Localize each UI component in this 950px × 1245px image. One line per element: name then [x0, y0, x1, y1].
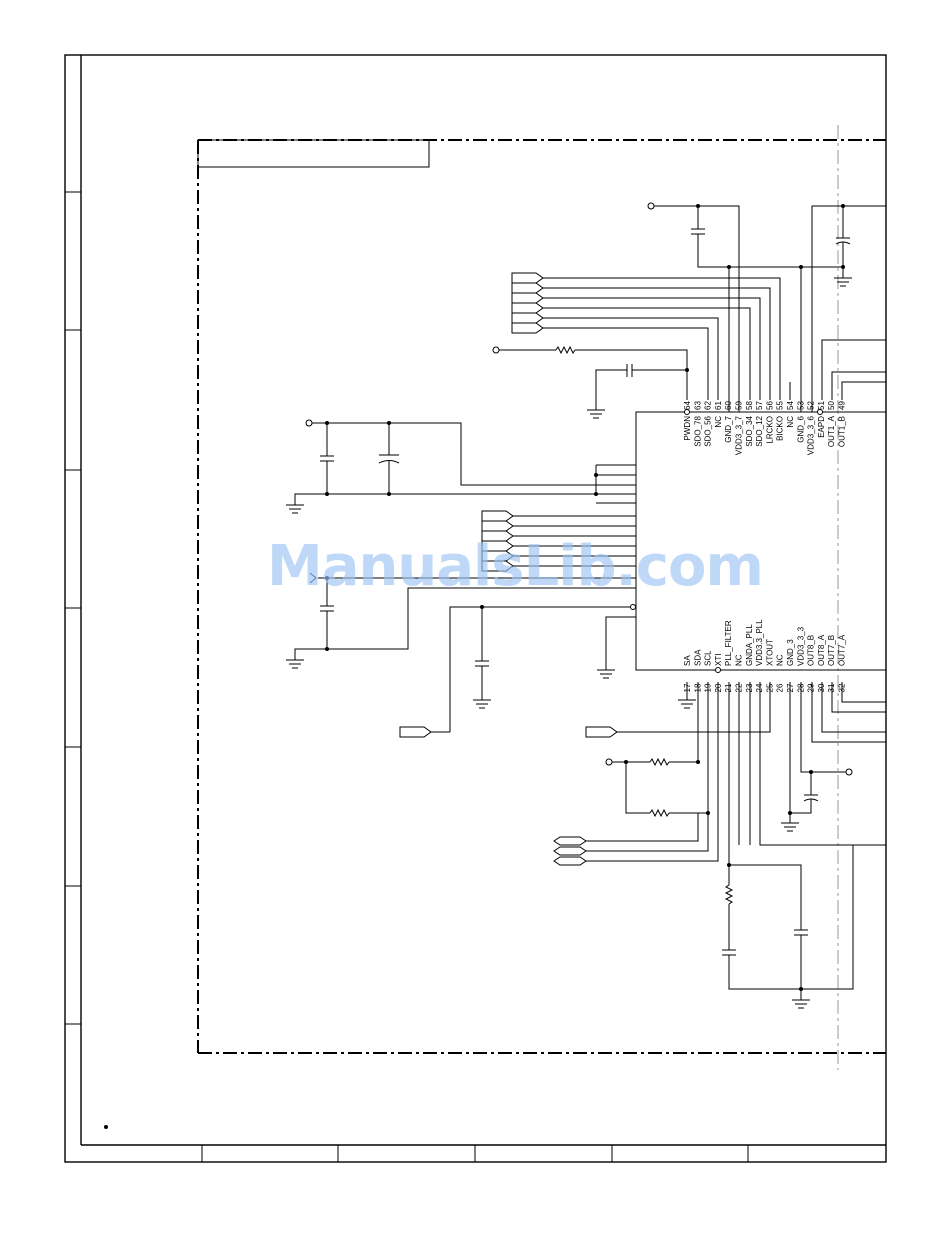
ic-pin-name: VDD3_3_3 [796, 626, 805, 666]
ic-pin-name: GND_7 [724, 415, 733, 442]
ic-pin-name: XTOUT [765, 639, 774, 666]
ic-pin-name: NC [786, 416, 795, 428]
ic-pin-name: GND_6 [796, 415, 805, 442]
ic-pin-number: 50 [827, 401, 836, 410]
ic-pin-name: GNDA_PLL [745, 624, 754, 666]
ic-pin-number: 56 [765, 401, 774, 410]
page-frame [64, 54, 887, 1163]
ic-pin-name: SDA [693, 649, 702, 666]
ic-pin-name: OUT1_B [838, 416, 847, 447]
ic-pin-name: EAPD [817, 416, 826, 438]
ic-pin-name: GND_3 [786, 639, 795, 666]
ic-pin-number: 58 [745, 401, 754, 410]
watermark-text: ManualsLib.com [267, 534, 763, 599]
ic-pin-name: OUT7_A [838, 634, 847, 666]
ic-pin-name: SA [683, 655, 692, 666]
ic-pin-name: OUT8_B [807, 635, 816, 666]
ic-pin-number: 26 [776, 683, 785, 692]
ic-pin-number: 49 [838, 401, 847, 410]
ic-pin-number: 62 [704, 401, 713, 410]
ic-pin-name: SCL [704, 650, 713, 666]
ic-pin-number: 51 [817, 401, 826, 410]
ic-pin-name: VDD3_3_7 [735, 415, 744, 455]
ic-pin-name: NC [776, 654, 785, 666]
ic-pin-number: 61 [714, 401, 723, 410]
ic-pin-number: 52 [807, 401, 816, 410]
ic-pin-name: OUT7_B [827, 635, 836, 666]
ic-pin-name: SDO_12 [755, 415, 764, 446]
ic-bottom-pins: SA17SDA18SCL19XTI20PLL_FILTER21NC22GNDA_… [683, 619, 847, 693]
ic-pin-number: 29 [807, 683, 816, 692]
ic-pin-number: 64 [683, 401, 692, 410]
top-wiring [492, 202, 886, 419]
ic-pin-name: OUT1_A [827, 415, 836, 447]
ic-pin-number: 30 [817, 683, 826, 692]
ic-pin-number: 57 [755, 401, 764, 410]
ic-pin-number: 54 [786, 401, 795, 410]
ic-pin-name: PWDN [683, 416, 692, 441]
ic-pin-name: SDO_34 [745, 415, 754, 446]
ic-pin-name: VDD3_3_6 [807, 415, 816, 455]
ic-pin-name: VDD3.3_PLL [755, 619, 764, 666]
ic-pin-name: NC [714, 416, 723, 428]
ic-pin-name: XTI [714, 654, 723, 666]
ic-body [630, 409, 886, 673]
ic-pin-number: 55 [776, 401, 785, 410]
ic-pin-name: SDO_78 [693, 415, 702, 446]
ic-pin-name: SDO_56 [704, 415, 713, 446]
bottom-wiring [553, 682, 886, 1009]
ic-pin-name: OUT8_A [817, 634, 826, 666]
ic-pin-name: LRCKO [765, 416, 774, 444]
ic-top-pins: 64PWDN63SDO_7862SDO_5661NC60GND_759VDD3_… [683, 401, 847, 456]
ic-pin-name: PLL_FILTER [724, 620, 733, 666]
ic-pin-name: BICKO [776, 416, 785, 441]
left-wiring [286, 419, 636, 738]
ic-pin-name: NC [735, 654, 744, 666]
ic-pin-number: 63 [693, 401, 702, 410]
ic-pin-number: 23 [745, 683, 754, 692]
